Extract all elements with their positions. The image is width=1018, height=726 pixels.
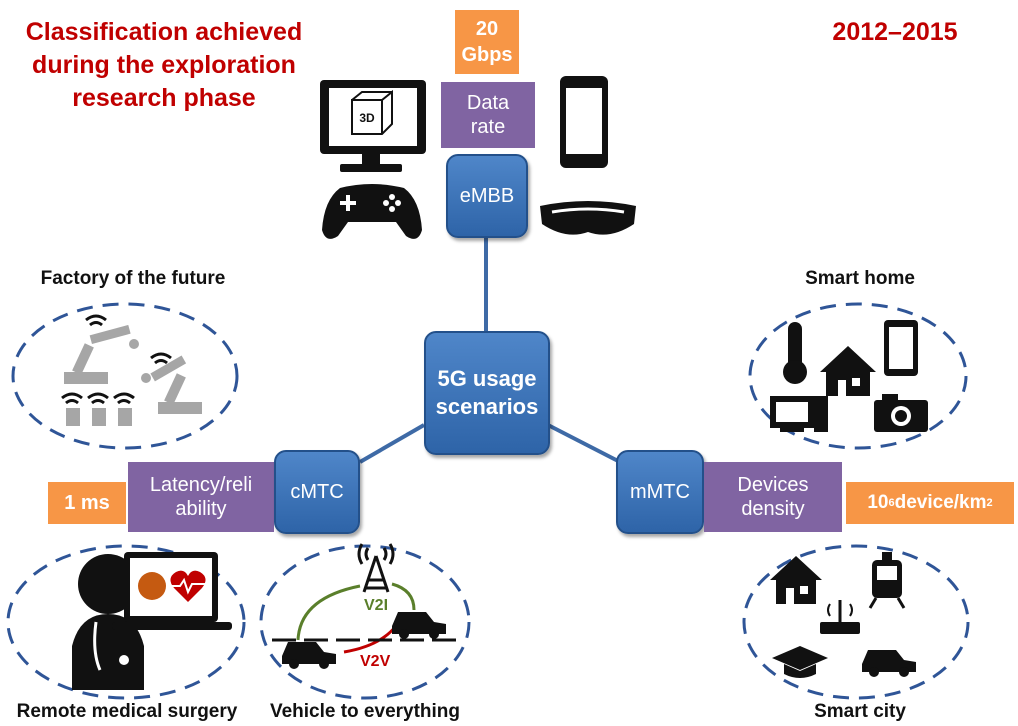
smart-city-ellipse: [742, 544, 970, 700]
factory-ellipse: [11, 302, 239, 450]
surgery-caption: Remote medical surgery: [16, 701, 238, 722]
connector-mmtc: [547, 423, 621, 464]
page-title: Classification achieved during the explo…: [25, 18, 303, 112]
mmtc-label: mMTC: [630, 480, 690, 503]
smart-home-caption: Smart home: [805, 268, 915, 289]
embb-metric-box: Data rate: [441, 82, 535, 148]
factory-caption: Factory of the future: [40, 268, 226, 289]
v2x-ellipse: [259, 544, 471, 700]
center-label: 5G usage scenarios: [435, 366, 539, 419]
embb-node: eMBB: [446, 154, 528, 238]
connector-cmtc: [358, 423, 426, 464]
embb-label: eMBB: [459, 184, 515, 207]
v2x-caption: Vehicle to everything: [269, 701, 461, 722]
mmtc-value-exp: 6: [888, 497, 895, 509]
smart-city-caption: Smart city: [814, 701, 906, 722]
mmtc-value-unit: device/km: [894, 492, 987, 513]
cmtc-metric-box: Latency/reli ability: [128, 462, 274, 532]
mmtc-node: mMTC: [616, 450, 704, 534]
mmtc-value-base: 10: [867, 492, 889, 513]
cmtc-value-box: 1 ms: [48, 482, 126, 524]
mmtc-value-unit-exp: 2: [986, 497, 993, 509]
years-label: 2012–2015: [832, 18, 958, 46]
mmtc-metric-box: Devices density: [704, 462, 842, 532]
center-node: 5G usage scenarios: [424, 331, 550, 455]
surgery-ellipse: [6, 544, 246, 700]
smart-home-ellipse: [748, 302, 968, 450]
cmtc-node: cMTC: [274, 450, 360, 534]
cmtc-label: cMTC: [290, 480, 344, 503]
embb-value-box: 20 Gbps: [455, 10, 519, 74]
